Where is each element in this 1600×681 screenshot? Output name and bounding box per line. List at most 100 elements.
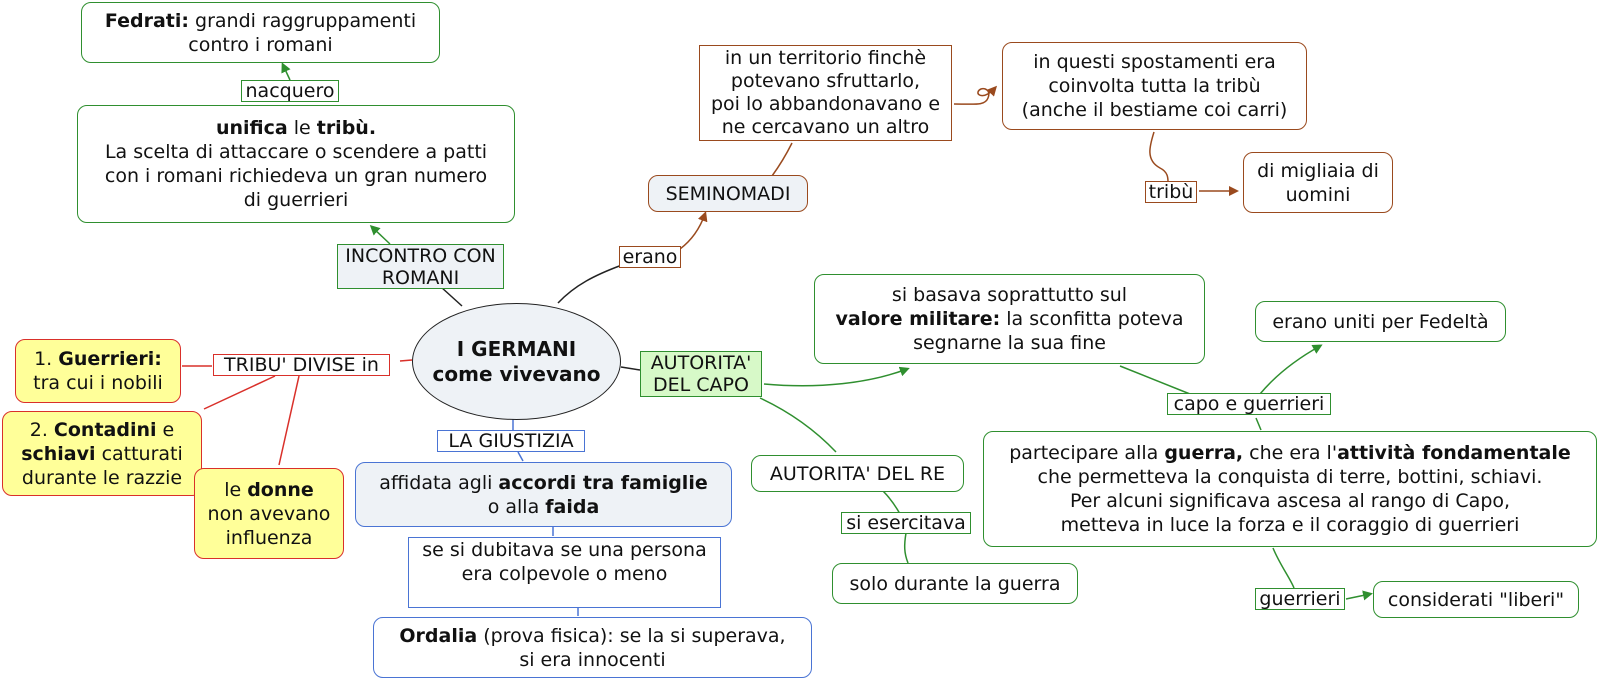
label-tribu-divise[interactable]: TRIBU' DIVISE in bbox=[213, 354, 390, 376]
autorita-capo-line2: DEL CAPO bbox=[653, 374, 749, 396]
solo-guerra-text: solo durante la guerra bbox=[849, 572, 1061, 595]
link-center-tribu bbox=[399, 359, 413, 362]
link-center-capo bbox=[620, 366, 641, 371]
territorio-line2: potevano sfruttarlo, bbox=[730, 70, 921, 92]
topic-seminomadi[interactable]: SEMINOMADI bbox=[648, 175, 808, 212]
valore-bold: valore militare: bbox=[835, 308, 1001, 330]
topic-contadini-schiavi[interactable]: 2. Contadini e schiavi catturati durante… bbox=[2, 411, 202, 496]
topic-autorita-re[interactable]: AUTORITA' DEL RE bbox=[751, 455, 964, 492]
ordalia-bold: Ordalia bbox=[399, 624, 478, 647]
fedelta-text: erano uniti per Fedeltà bbox=[1272, 310, 1489, 333]
central-topic-line1: I GERMANI bbox=[456, 336, 577, 361]
tribu-divise-text: TRIBU' DIVISE in bbox=[224, 354, 379, 376]
link-erano-seminomadi bbox=[679, 211, 708, 250]
migliaia-line2: uomini bbox=[1285, 183, 1351, 206]
link-tribu-donne bbox=[278, 375, 300, 466]
si-esercitava-text: si esercitava bbox=[846, 512, 966, 534]
territorio-line1: in un territorio finchè bbox=[724, 47, 927, 69]
label-incontro-romani[interactable]: INCONTRO CON ROMANI bbox=[337, 244, 504, 289]
territorio-line3: poi lo abbandonavano e bbox=[710, 93, 941, 115]
link-seminomadi-territorio bbox=[771, 142, 793, 177]
donne-pre: le bbox=[224, 478, 248, 501]
topic-valore-militare[interactable]: si basava soprattutto sul valore militar… bbox=[814, 274, 1205, 364]
label-guerrieri[interactable]: guerrieri bbox=[1255, 588, 1345, 610]
link-re-esercitava bbox=[882, 490, 901, 515]
topic-guerrieri-nobili[interactable]: 1. Guerrieri: tra cui i nobili bbox=[15, 339, 181, 403]
label-giustizia[interactable]: LA GIUSTIZIA bbox=[437, 430, 585, 452]
topic-migliaia[interactable]: di migliaia di uomini bbox=[1243, 152, 1393, 213]
link-esercitava-solo bbox=[903, 532, 909, 564]
contadini-bold2: schiavi bbox=[21, 442, 96, 465]
topic-partecipare[interactable]: partecipare alla guerra, che era l'attiv… bbox=[983, 431, 1597, 547]
topic-liberi[interactable]: considerati "liberi" bbox=[1373, 581, 1579, 618]
link-territorio-spostamenti bbox=[953, 85, 998, 105]
label-nacquero[interactable]: nacquero bbox=[241, 80, 339, 102]
central-topic[interactable]: I GERMANI come vivevano bbox=[412, 303, 621, 420]
topic-unifica[interactable]: unifica le tribù. La scelta di attaccare… bbox=[77, 105, 515, 223]
unifica-bold1: unifica bbox=[215, 117, 288, 139]
guerrieri-bold: Guerrieri: bbox=[58, 348, 162, 370]
label-si-esercitava[interactable]: si esercitava bbox=[841, 512, 971, 534]
guerrieri-prefix: 1. bbox=[34, 348, 59, 370]
donne-bold: donne bbox=[247, 478, 314, 501]
spostamenti-line1: in questi spostamenti era bbox=[1033, 51, 1276, 73]
liberi-text: considerati "liberi" bbox=[1387, 588, 1565, 611]
label-erano[interactable]: erano bbox=[619, 246, 681, 268]
donne-line3: influenza bbox=[225, 526, 313, 549]
topic-ordalia[interactable]: Ordalia (prova fisica): se la si superav… bbox=[373, 617, 812, 678]
seminomadi-text: SEMINOMADI bbox=[665, 182, 791, 205]
contadini-line3: durante le razzie bbox=[21, 466, 183, 489]
contadini-prefix: 2. bbox=[29, 418, 54, 441]
link-nacquero-fedrati bbox=[281, 62, 291, 81]
ordalia-text1: (prova fisica): se la si superava, bbox=[477, 624, 786, 647]
topic-territorio[interactable]: in un territorio finchè potevano sfrutta… bbox=[699, 45, 952, 141]
link-giustizia-affidata bbox=[517, 451, 524, 462]
incontro-line2: ROMANI bbox=[381, 266, 460, 289]
label-nacquero-text: nacquero bbox=[245, 80, 335, 102]
unifica-line3: con i romani richiedeva un gran numero bbox=[104, 165, 488, 187]
label-tribu[interactable]: tribù bbox=[1145, 181, 1197, 203]
migliaia-line1: di migliaia di bbox=[1257, 159, 1379, 182]
topic-fedrati[interactable]: Fedrati: grandi raggruppamenti contro i … bbox=[81, 2, 440, 63]
affidata-bold2: faida bbox=[545, 495, 600, 518]
incontro-line1: INCONTRO CON bbox=[345, 244, 496, 267]
link-partecipare-guerrieri bbox=[1272, 547, 1295, 589]
guerrieri-line2: tra cui i nobili bbox=[33, 372, 163, 394]
topic-fedelta[interactable]: erano uniti per Fedeltà bbox=[1255, 301, 1506, 342]
fedrati-text1: grandi raggruppamenti bbox=[188, 9, 417, 32]
capo-guerrieri-text: capo e guerrieri bbox=[1173, 393, 1325, 415]
topic-solo-guerra[interactable]: solo durante la guerra bbox=[832, 563, 1078, 604]
contadini-mid: e bbox=[156, 418, 175, 441]
partecipare-pre: partecipare alla bbox=[1009, 442, 1165, 464]
autorita-re-text: AUTORITA' DEL RE bbox=[769, 462, 946, 485]
affidata-pre: affidata agli bbox=[379, 471, 499, 494]
link-tribu-contadini bbox=[203, 375, 276, 410]
affidata-line2pre: o alla bbox=[487, 495, 546, 518]
dubitava-line1: se si dubitava se una persona bbox=[422, 539, 707, 561]
link-capo-re bbox=[759, 397, 837, 453]
link-spostamenti-tribu bbox=[1149, 131, 1169, 183]
link-capoguerrieri-partecipare bbox=[1255, 417, 1262, 431]
link-incontro-unifica bbox=[369, 224, 391, 245]
topic-spostamenti[interactable]: in questi spostamenti era coinvolta tutt… bbox=[1002, 42, 1307, 130]
partecipare-mid: che era l' bbox=[1243, 442, 1338, 464]
topic-dubitava[interactable]: se si dubitava se una persona era colpev… bbox=[408, 537, 721, 608]
partecipare-line4: metteva in luce la forza e il coraggio d… bbox=[1060, 514, 1520, 536]
valore-rest: la sconfitta poteva bbox=[1000, 308, 1184, 330]
link-center-incontro bbox=[440, 286, 463, 307]
topic-affidata[interactable]: affidata agli accordi tra famiglie o all… bbox=[355, 462, 732, 527]
label-capo-guerrieri[interactable]: capo e guerrieri bbox=[1167, 393, 1331, 415]
spostamenti-line2: coinvolta tutta la tribù bbox=[1048, 75, 1261, 97]
label-erano-text: erano bbox=[622, 246, 678, 268]
partecipare-line3: Per alcuni significava ascesa al rango d… bbox=[1069, 490, 1511, 512]
partecipare-line2: che permetteva la conquista di terre, bo… bbox=[1037, 466, 1543, 488]
autorita-capo-line1: AUTORITA' bbox=[650, 352, 752, 374]
label-tribu-text: tribù bbox=[1148, 181, 1194, 203]
valore-line3: segnarne la sua fine bbox=[913, 332, 1106, 354]
topic-donne[interactable]: le donne non avevano influenza bbox=[194, 468, 344, 559]
fedrati-text2: contro i romani bbox=[188, 33, 333, 56]
label-autorita-capo[interactable]: AUTORITA' DEL CAPO bbox=[640, 351, 762, 397]
unifica-mid: le bbox=[287, 117, 317, 139]
partecipare-bold2: attività fondamentale bbox=[1337, 442, 1571, 464]
spostamenti-line3: (anche il bestiame coi carri) bbox=[1021, 99, 1288, 121]
